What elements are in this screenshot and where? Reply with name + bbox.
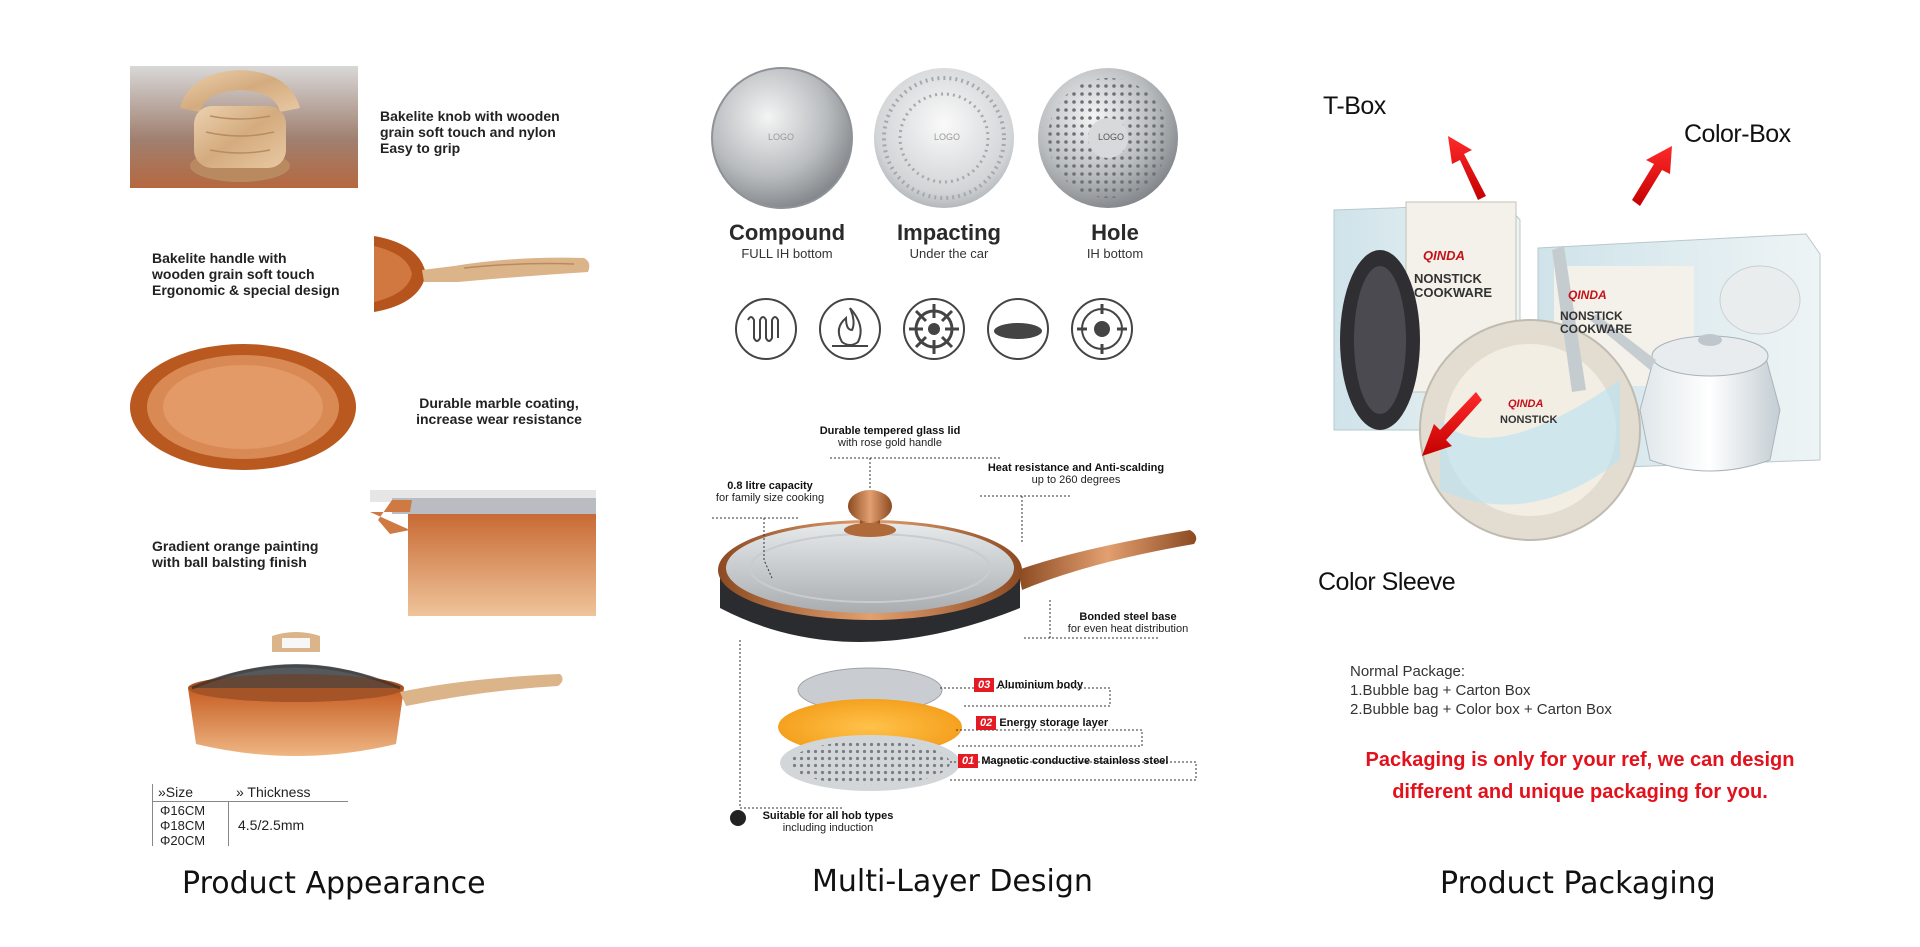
label-color-sleeve: Color Sleeve	[1318, 568, 1456, 596]
gas-flame-icon	[819, 298, 881, 360]
size-value: Φ18CM	[160, 818, 206, 833]
knob-photo	[130, 66, 358, 188]
feature-knob-text: Bakelite knob with wooden grain soft tou…	[380, 108, 560, 156]
bottom-discs	[711, 67, 1178, 209]
size-value: Φ20CM	[160, 833, 206, 848]
size-header: »Size	[158, 784, 194, 800]
box-text: NONSTICK	[1500, 414, 1558, 426]
disc-logo: LOGO	[1098, 132, 1125, 142]
arrow-up-right-icon	[1632, 146, 1672, 206]
handle-photo	[374, 236, 590, 312]
gas-burner-icon	[903, 298, 965, 360]
bottom-type: Compound FULL IH bottom	[728, 220, 846, 261]
size-value: Φ16CM	[160, 803, 206, 818]
feature-coating-text: Durable marble coating, increase wear re…	[416, 395, 582, 427]
induction-coil-icon	[735, 298, 797, 360]
layer-row: 02 Energy storage layer	[976, 716, 1108, 730]
box-brand: QINDA	[1508, 398, 1544, 410]
electric-hob-icon	[1071, 298, 1133, 360]
bottom-type: Hole IH bottom	[1086, 220, 1144, 261]
saute-pan-photo	[188, 632, 563, 756]
layer-row: 01 Magnetic conductive stainless steel	[958, 754, 1168, 768]
normal-package-notes: Normal Package: 1.Bubble bag + Carton Bo…	[1350, 663, 1612, 718]
callout-lid: Durable tempered glass lid with rose gol…	[819, 425, 961, 449]
disc-logo: LOGO	[768, 132, 795, 142]
disc-logo: LOGO	[934, 132, 961, 142]
coating-photo	[130, 344, 356, 470]
ceramic-plate-icon	[987, 298, 1049, 360]
multilayer-title: Multi-Layer Design	[812, 864, 1093, 899]
label-colorbox: Color-Box	[1684, 120, 1791, 148]
thickness-value: 4.5/2.5mm	[238, 817, 305, 833]
callout-capacity: 0.8 litre capacity for family size cooki…	[715, 480, 825, 504]
layer-row: 03 Aluminium body	[974, 678, 1083, 692]
arrow-down-left-icon	[1422, 392, 1482, 456]
packaging-title: Product Packaging	[1440, 866, 1716, 901]
box-text: NONSTICK COOKWARE	[1560, 309, 1632, 336]
painting-photo	[370, 490, 596, 616]
size-table: »Size » Thickness Φ16CM Φ18CM Φ20CM 4.5/…	[152, 784, 356, 848]
bottom-type: Impacting Under the car	[897, 220, 1001, 261]
hob-icons	[735, 298, 1133, 360]
feature-painting-text: Gradient orange painting with ball balst…	[152, 538, 319, 570]
box-text: NONSTICK COOKWARE	[1414, 271, 1492, 300]
box-brand: QINDA	[1568, 288, 1607, 302]
label-tbox: T-Box	[1323, 92, 1386, 120]
pan-layer-diagram	[712, 457, 1197, 826]
appearance-title: Product Appearance	[182, 866, 486, 901]
callout-base: Bonded steel base for even heat distribu…	[1067, 611, 1189, 635]
feature-handle-text: Bakelite handle with wooden grain soft t…	[152, 250, 340, 298]
callout-hob: Suitable for all hob types including ind…	[762, 810, 894, 834]
callout-heat: Heat resistance and Anti-scalding up to …	[987, 462, 1165, 486]
thickness-header: » Thickness	[236, 784, 311, 800]
packaging-photo	[1333, 136, 1821, 541]
arrow-up-left-icon	[1448, 136, 1486, 200]
packaging-disclaimer: Packaging is only for your ref, we can d…	[1365, 749, 1795, 803]
box-brand: QINDA	[1423, 248, 1465, 263]
